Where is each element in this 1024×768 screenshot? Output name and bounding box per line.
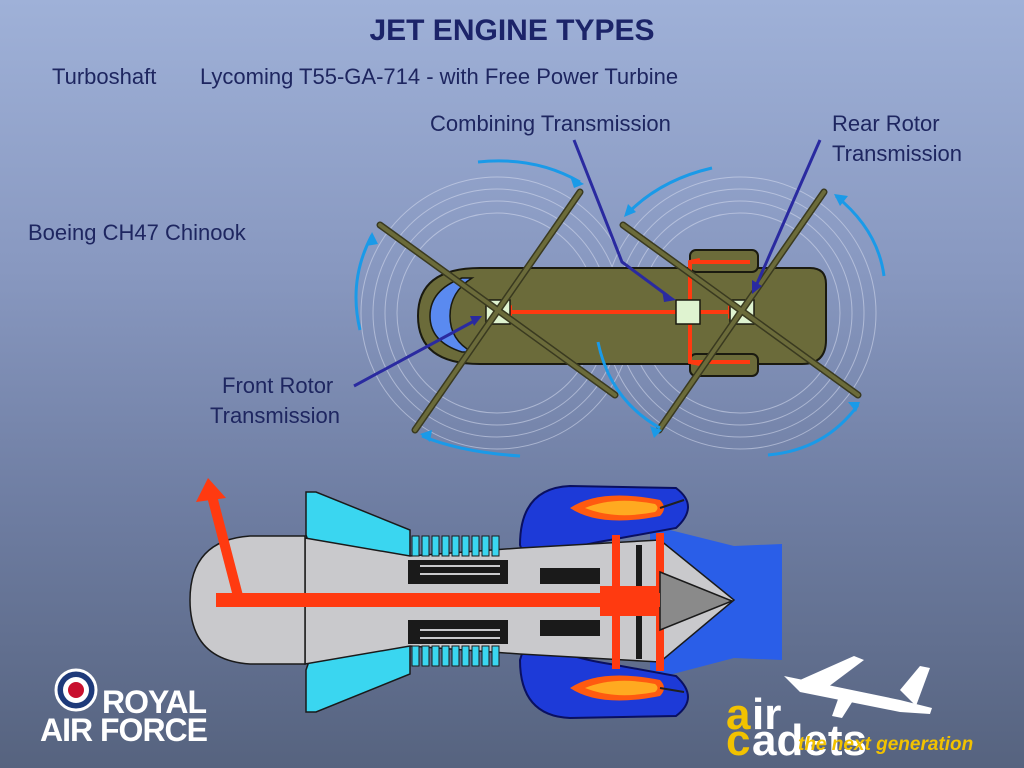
compressor-stages — [411, 535, 500, 667]
engine-model-label: Lycoming T55-GA-714 - with Free Power Tu… — [200, 64, 679, 89]
power-shaft — [216, 593, 660, 607]
output-arrow — [196, 478, 226, 502]
combustion-flames — [570, 495, 685, 701]
shaft-supports — [408, 560, 600, 644]
output-shaft — [207, 494, 243, 598]
turboshaft-engine-diagram — [189, 478, 782, 720]
front-rotor-label-line2: Transmission — [210, 403, 340, 428]
rear-rotor-label-line1: Rear Rotor — [832, 111, 940, 136]
air-cadets-logo-c: c — [726, 716, 751, 765]
air-cadets-logo-a: a — [726, 690, 751, 739]
leader-lines — [353, 139, 822, 388]
air-cadets-logo-adets: adets — [752, 716, 867, 765]
front-rotor-label-line1: Front Rotor — [222, 373, 334, 398]
raf-logo-line1: ROYAL — [102, 684, 207, 720]
combining-transmission-label: Combining Transmission — [430, 111, 671, 136]
raf-logo-line2: AIR FORCE — [40, 712, 208, 748]
combining-transmission-box — [675, 299, 701, 325]
page-title: JET ENGINE TYPES — [369, 14, 655, 47]
air-cadets-glider-icon — [784, 656, 932, 718]
engine-type-label: Turboshaft — [52, 64, 157, 89]
raf-roundel-icon — [54, 668, 98, 712]
chinook-diagram — [353, 139, 886, 458]
air-cadets-logo-ir: ir — [752, 690, 782, 739]
air-cadets-tagline: the next generation — [798, 734, 974, 755]
aircraft-label: Boeing CH47 Chinook — [28, 220, 246, 245]
rear-rotor-label-line2: Transmission — [832, 141, 962, 166]
